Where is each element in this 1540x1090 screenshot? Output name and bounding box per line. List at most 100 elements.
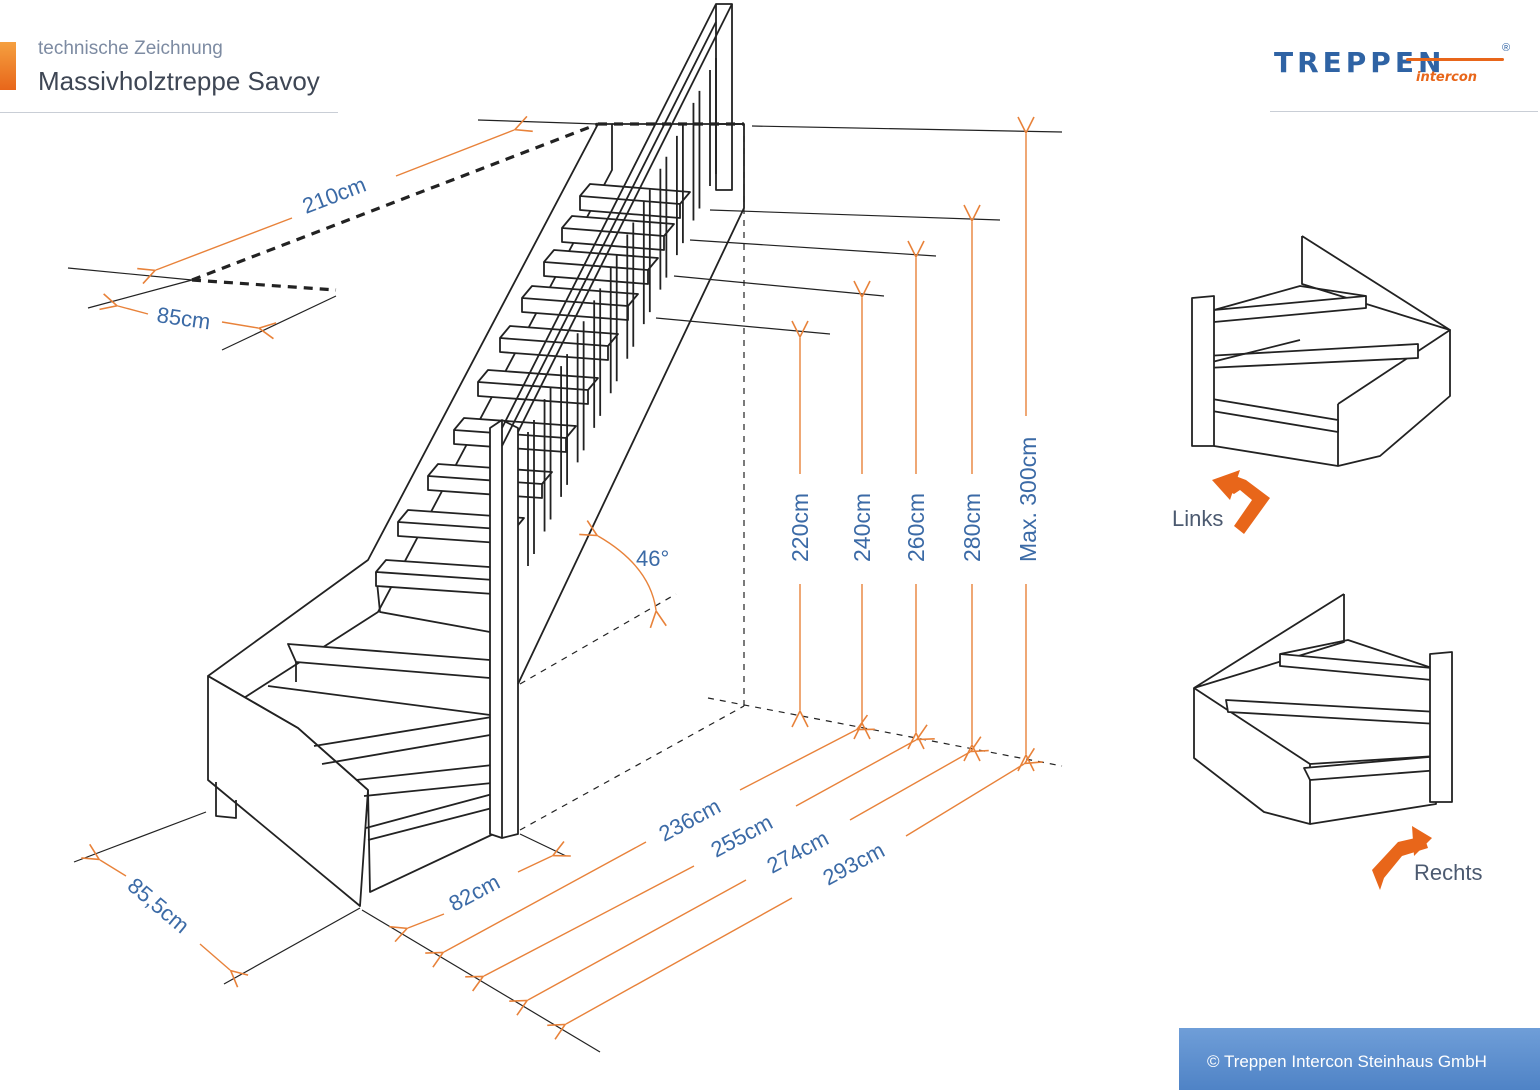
ext-line xyxy=(67,267,193,281)
ext-line xyxy=(709,209,1001,221)
right-post xyxy=(1429,651,1453,803)
dimension-lines xyxy=(81,115,1043,1040)
dim-210 xyxy=(137,217,293,285)
dim-255 xyxy=(795,724,935,807)
label-angle: 46° xyxy=(636,546,669,571)
copyright-banner: © Treppen Intercon Steinhaus GmbH xyxy=(1179,1028,1540,1090)
dim-82 xyxy=(389,913,445,943)
label-height-280: 280cm xyxy=(959,493,985,562)
guide-lines xyxy=(519,124,1063,831)
logo-registered: ® xyxy=(1502,42,1511,54)
baluster xyxy=(626,222,635,359)
left-post xyxy=(1191,295,1215,447)
page-subtitle: technische Zeichnung xyxy=(38,38,223,59)
winder-tread xyxy=(267,685,499,717)
dim-236 xyxy=(739,714,875,791)
winder-tread xyxy=(365,791,501,841)
logo-subline: intercon xyxy=(1416,70,1478,85)
dim-855 xyxy=(81,843,127,877)
opening-edge-long xyxy=(191,122,599,282)
dim-293 xyxy=(547,897,793,1040)
right-wall xyxy=(1193,593,1345,689)
logo-wordmark: TREPPEN xyxy=(1274,46,1446,79)
right-tread xyxy=(1225,699,1439,725)
variant-label-right: Rechts xyxy=(1414,860,1482,885)
variant-right xyxy=(1193,593,1453,825)
guide-floor-back xyxy=(707,697,1063,767)
ext-line xyxy=(477,119,599,125)
label-bottom-width: 85,5cm xyxy=(123,873,194,939)
variant-left xyxy=(1191,235,1451,467)
baluster xyxy=(576,321,585,463)
right-tread xyxy=(1279,639,1433,669)
label-height-260: 260cm xyxy=(903,493,929,562)
copyright-text: © Treppen Intercon Steinhaus GmbH xyxy=(1207,1052,1487,1071)
ext-line xyxy=(751,125,1063,133)
baluster xyxy=(593,288,602,428)
dim-85 xyxy=(221,321,277,340)
left-body xyxy=(1213,329,1451,467)
left-tread xyxy=(1211,339,1301,363)
baluster xyxy=(642,189,651,325)
flight-tread xyxy=(375,559,505,595)
label-top-width: 85cm xyxy=(155,302,212,334)
right-tread xyxy=(1279,653,1433,681)
ext-line xyxy=(655,317,831,335)
logo-divider xyxy=(1270,111,1538,112)
right-body xyxy=(1193,688,1311,825)
logo-swoosh-icon xyxy=(1406,58,1504,61)
dim-855 xyxy=(199,943,249,988)
dim-255 xyxy=(465,865,695,992)
arrow-left-icon-head xyxy=(1212,470,1240,500)
ext-line xyxy=(223,907,361,985)
label-height-240: 240cm xyxy=(849,493,875,562)
stair-drawing xyxy=(207,3,745,907)
landing-cap xyxy=(207,675,369,791)
winder-tread xyxy=(287,643,491,679)
baluster xyxy=(659,156,668,290)
page-title: Massivholztreppe Savoy xyxy=(38,66,320,96)
guide-angle-ref xyxy=(519,593,677,685)
arrow-right-icon-head xyxy=(1412,826,1432,856)
variant-label-left: Links xyxy=(1172,506,1223,531)
handrail xyxy=(501,3,733,433)
winder-tread xyxy=(313,715,499,765)
winder-tread xyxy=(355,763,503,797)
dim-angle xyxy=(579,520,667,629)
label-top-length: 210cm xyxy=(299,172,370,219)
direction-arrows xyxy=(1212,470,1432,890)
ext-line xyxy=(673,275,885,297)
top-post xyxy=(715,4,733,191)
dim-82 xyxy=(517,841,571,873)
landing-leg xyxy=(215,782,237,819)
ext-line xyxy=(689,239,937,257)
left-tread xyxy=(1213,285,1367,311)
opening-edge-front xyxy=(191,278,337,292)
ext-line xyxy=(519,833,567,857)
flight-tread xyxy=(579,183,691,219)
left-wall xyxy=(1301,235,1451,331)
flight-tread xyxy=(499,325,619,361)
handrail-under xyxy=(501,21,717,447)
baluster xyxy=(609,255,618,394)
dim-293 xyxy=(905,747,1043,837)
dim-274 xyxy=(509,879,747,1016)
brand-logo: TREPPEN ® intercon xyxy=(1268,40,1518,96)
baluster xyxy=(560,354,568,497)
ext-line xyxy=(221,295,337,351)
label-height-300: Max. 300cm xyxy=(1015,437,1041,562)
dim-236 xyxy=(425,841,647,968)
baluster xyxy=(676,123,684,256)
left-tread xyxy=(1213,295,1367,323)
dim-210 xyxy=(395,115,533,177)
newel-post xyxy=(489,419,519,839)
dim-85 xyxy=(99,293,149,315)
label-height-220: 220cm xyxy=(787,493,813,562)
dim-274 xyxy=(849,736,989,821)
baluster xyxy=(543,387,552,532)
page-header: technische Zeichnung Massivholztreppe Sa… xyxy=(0,34,340,114)
ext-line xyxy=(73,811,207,863)
header-accent-bar xyxy=(0,42,16,90)
label-tread-width: 82cm xyxy=(445,869,504,916)
